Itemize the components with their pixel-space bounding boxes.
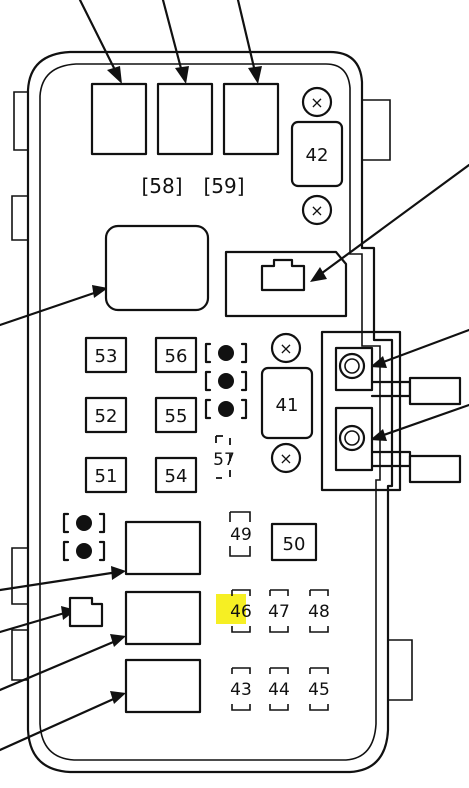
fuse-label-47: 47 xyxy=(268,602,290,622)
small-connector xyxy=(68,596,104,628)
large-relay xyxy=(104,224,210,312)
fuse-label-50: 50 xyxy=(283,534,306,555)
svg-text:×: × xyxy=(279,449,292,468)
lower-relays xyxy=(124,520,202,714)
fuse-label-45: 45 xyxy=(308,680,330,700)
fuse-slot-49 xyxy=(229,511,251,557)
fuse-label-51: 51 xyxy=(95,466,118,487)
fuse-slot-57 xyxy=(215,435,231,479)
fuse-label-52: 52 xyxy=(95,406,118,427)
fuse-label-49: 49 xyxy=(230,525,252,545)
fuse-label-46: 46 xyxy=(230,602,252,622)
fuse-label-53: 53 xyxy=(95,346,118,367)
top-relays xyxy=(90,82,280,156)
fuse-box-housing xyxy=(11,50,413,774)
leader-lines xyxy=(0,0,469,752)
fuse-46-highlight xyxy=(216,594,246,624)
bracket-label-58: [58] xyxy=(141,174,182,198)
fuse-box-50 xyxy=(270,522,318,562)
fuse-label-55: 55 xyxy=(165,406,188,427)
bracket-label-59: [59] xyxy=(203,174,244,198)
svg-text:×: × xyxy=(310,201,323,220)
cable-terminals xyxy=(320,330,462,492)
svg-text:×: × xyxy=(279,339,292,358)
svg-text:×: × xyxy=(310,93,323,112)
fuse-label-41: 41 xyxy=(276,395,299,416)
fuse-label-42: 42 xyxy=(306,145,329,166)
main-fuse-42: × × xyxy=(290,86,344,226)
fuse-label-54: 54 xyxy=(165,466,188,487)
diode-sockets xyxy=(62,342,248,562)
fuse-boxes-51-56 xyxy=(84,336,198,494)
fuse-label-57: 57 xyxy=(213,450,235,470)
fuse-label-56: 56 xyxy=(165,346,188,367)
fuse-label-44: 44 xyxy=(268,680,290,700)
main-fuse-41: × × xyxy=(260,332,314,474)
fuse-slots-43-48 xyxy=(231,589,329,711)
connector xyxy=(224,250,348,318)
fuse-label-43: 43 xyxy=(230,680,252,700)
fuse-label-48: 48 xyxy=(308,602,330,622)
